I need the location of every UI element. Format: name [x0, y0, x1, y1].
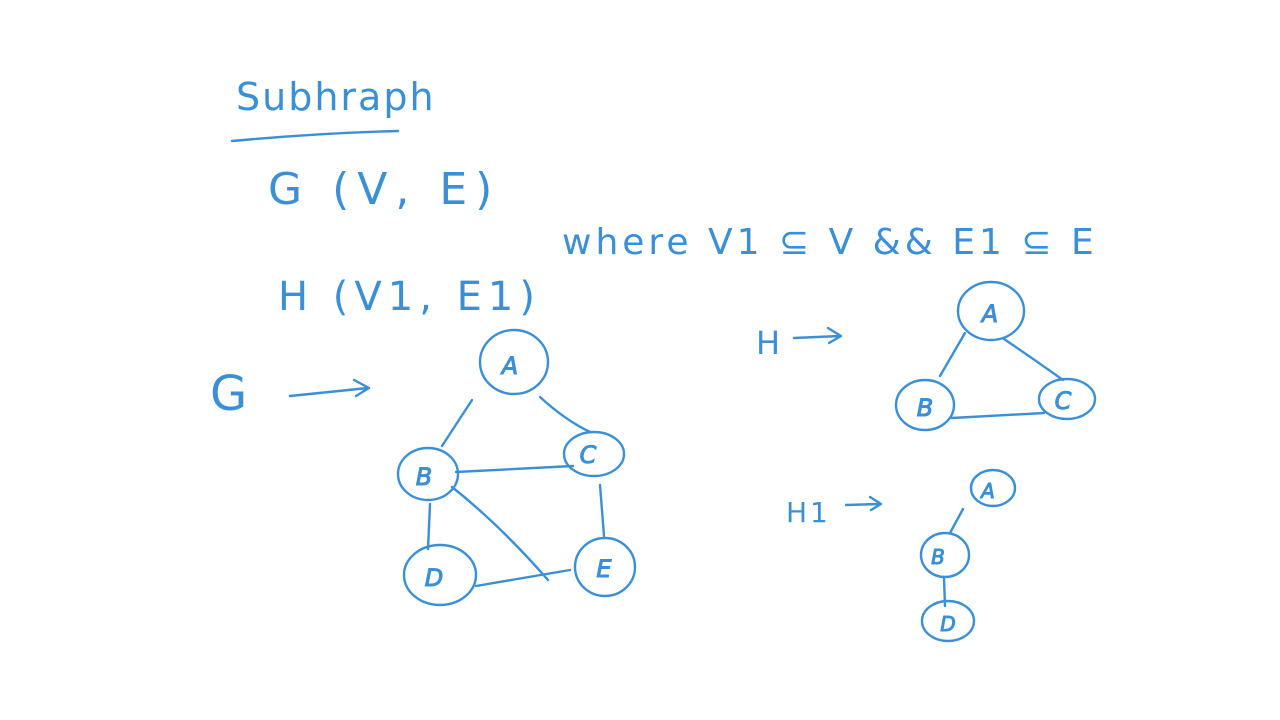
node-h1-a-label: A — [979, 479, 995, 503]
node-h-b-label: B — [917, 394, 933, 422]
node-h1-b-label: B — [931, 545, 945, 569]
formula-g-text: G (V, E) — [268, 164, 500, 215]
formula-h-text: H (V1, E1) — [278, 274, 541, 320]
graph-h1: A B D — [919, 468, 1017, 643]
arrow-h1 — [844, 495, 883, 512]
edge-g-a-c — [538, 395, 592, 434]
node-g-b-label: B — [416, 463, 432, 491]
node-h-c: C — [1037, 377, 1097, 421]
node-g-c-label: C — [580, 441, 597, 469]
graph-h-label: H — [756, 324, 780, 362]
node-g-d-label: D — [425, 564, 443, 592]
graph-g: A B C D E — [396, 328, 637, 607]
edge-g-a-b — [440, 398, 474, 448]
node-h-b: B — [894, 378, 956, 432]
condition-text: where V1 ⊆ V && E1 ⊆ E — [562, 222, 1098, 263]
edge-h-a-b — [938, 331, 967, 378]
node-h1-d-label: D — [940, 612, 955, 636]
title-text: Subhraph — [236, 75, 436, 119]
node-h-c-label: C — [1055, 387, 1072, 415]
edge-h1-a-b — [948, 507, 965, 535]
edge-g-b-d — [426, 502, 432, 551]
graph-h: A B C — [894, 280, 1097, 432]
node-g-d: D — [402, 543, 478, 607]
edge-g-c-e — [598, 483, 606, 538]
arrow-g — [288, 378, 371, 398]
node-h1-a: A — [969, 468, 1017, 508]
node-g-a: A — [478, 328, 550, 396]
node-g-a-label: A — [500, 352, 518, 380]
node-g-e: E — [573, 536, 637, 598]
node-g-e-label: E — [596, 555, 612, 583]
node-h1-b: B — [919, 531, 971, 579]
node-h-a-label: A — [980, 300, 998, 328]
edge-h-b-c — [950, 411, 1046, 420]
edge-g-b-c — [454, 464, 575, 474]
node-h-a: A — [956, 280, 1026, 342]
edge-g-d-e — [474, 568, 572, 588]
graph-h1-label: H1 — [786, 496, 831, 529]
edge-h-a-c — [1002, 337, 1065, 382]
graph-g-label: G — [210, 366, 247, 422]
arrow-h — [792, 326, 843, 345]
title-underline — [230, 129, 400, 143]
node-g-c: C — [562, 430, 626, 478]
edge-g-b-e — [450, 485, 550, 582]
node-g-b: B — [396, 446, 460, 502]
node-h1-d: D — [920, 599, 976, 643]
